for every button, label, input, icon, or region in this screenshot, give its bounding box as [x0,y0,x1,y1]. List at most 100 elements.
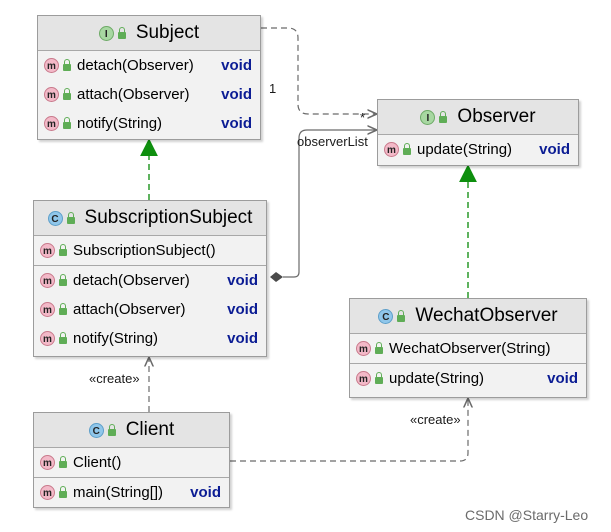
return-type: void [221,57,252,74]
return-type: void [227,272,258,289]
class-observer-header: I Observer [378,100,578,135]
lock-icon [403,143,411,155]
lock-icon [397,309,406,322]
method-name: main(String[]) [73,484,164,501]
method-row: m detach(Observer) void [38,51,260,80]
return-type: void [547,370,578,387]
watermark: CSDN @Starry-Leo [465,507,589,523]
observer-list-label: observerList [297,134,368,149]
method-name: notify(String) [73,330,159,347]
constructor-row: m WechatObserver(String) [350,334,586,363]
method-name: update(String) [389,370,485,387]
constructor-name: SubscriptionSubject() [73,242,216,259]
class-subscription-subject-constructors: m SubscriptionSubject() [34,236,266,266]
method-row: m notify(String) void [34,324,266,353]
lock-icon [117,26,126,39]
class-subscription-subject[interactable]: C SubscriptionSubject m SubscriptionSubj… [33,200,267,357]
constructor-name: Client() [73,454,122,471]
association-subject-observer [261,27,377,114]
class-icon: C [47,210,63,226]
method-icon: m [40,485,55,500]
method-row: m notify(String) void [38,109,260,138]
constructor-row: m Client() [34,448,229,477]
lock-icon [107,423,116,436]
return-type: void [539,141,570,158]
method-icon: m [40,455,55,470]
class-subject-header: I Subject [38,16,260,51]
class-subject-name: Subject [135,22,200,43]
class-client-methods: m main(String[]) void [34,478,229,507]
class-subject-methods: m detach(Observer) void m attach(Observe… [38,51,260,138]
return-type: void [227,301,258,318]
method-icon: m [40,302,55,317]
aggregation-diamond [270,272,283,282]
method-icon: m [44,116,59,131]
class-client-header: C Client [34,413,229,448]
class-subscription-subject-methods: m detach(Observer) void m attach(Observe… [34,266,266,353]
method-icon: m [40,243,55,258]
class-client-name: Client [125,419,175,440]
constructor-row: m SubscriptionSubject() [34,236,266,265]
constructor-name: WechatObserver(String) [389,340,551,357]
lock-icon [59,303,67,315]
class-wechat-observer-constructors: m WechatObserver(String) [350,334,586,364]
lock-icon [59,332,67,344]
method-icon: m [40,331,55,346]
return-type: void [221,86,252,103]
method-name: detach(Observer) [77,57,194,74]
lock-icon [59,486,67,498]
lock-icon [63,59,71,71]
method-row: m update(String) void [350,364,586,393]
lock-icon [59,274,67,286]
lock-icon [63,117,71,129]
lock-icon [63,88,71,100]
create-label-wechat: «create» [410,412,461,427]
method-row: m detach(Observer) void [34,266,266,295]
class-wechat-observer-header: C WechatObserver [350,299,586,334]
method-name: attach(Observer) [77,86,190,103]
interface-icon: I [98,25,114,41]
lock-icon [439,110,448,123]
class-wechat-observer-name: WechatObserver [415,305,558,326]
method-icon: m [44,58,59,73]
return-type: void [190,484,221,501]
method-icon: m [40,273,55,288]
method-row: m attach(Observer) void [34,295,266,324]
class-subscription-subject-header: C SubscriptionSubject [34,201,266,236]
lock-icon [66,211,75,224]
class-observer[interactable]: I Observer m update(String) void [377,99,579,166]
method-icon: m [44,87,59,102]
create-label-subscription: «create» [89,371,140,386]
lock-icon [59,456,67,468]
lock-icon [375,372,383,384]
method-name: update(String) [417,141,513,158]
create-client-wechat [230,398,468,462]
method-row: m attach(Observer) void [38,80,260,109]
aggregation-observer-list [283,130,377,278]
method-name: detach(Observer) [73,272,190,289]
class-client-constructors: m Client() [34,448,229,478]
class-observer-methods: m update(String) void [378,135,578,164]
class-icon: C [378,308,394,324]
lock-icon [375,342,383,354]
class-wechat-observer[interactable]: C WechatObserver m WechatObserver(String… [349,298,587,398]
method-icon: m [356,371,371,386]
multiplicity-many-label: * [360,110,366,125]
class-subject[interactable]: I Subject m detach(Observer) void m atta… [37,15,261,140]
method-icon: m [384,142,399,157]
interface-icon: I [420,109,436,125]
multiplicity-one-label: 1 [269,81,277,96]
class-observer-name: Observer [457,106,536,127]
class-icon: C [88,422,104,438]
class-subscription-subject-name: SubscriptionSubject [84,207,253,228]
method-row: m main(String[]) void [34,478,229,507]
method-name: notify(String) [77,115,163,132]
class-client[interactable]: C Client m Client() m main(String[]) voi… [33,412,230,508]
class-wechat-observer-methods: m update(String) void [350,364,586,393]
method-row: m update(String) void [378,135,578,164]
method-icon: m [356,341,371,356]
return-type: void [221,115,252,132]
return-type: void [227,330,258,347]
method-name: attach(Observer) [73,301,186,318]
